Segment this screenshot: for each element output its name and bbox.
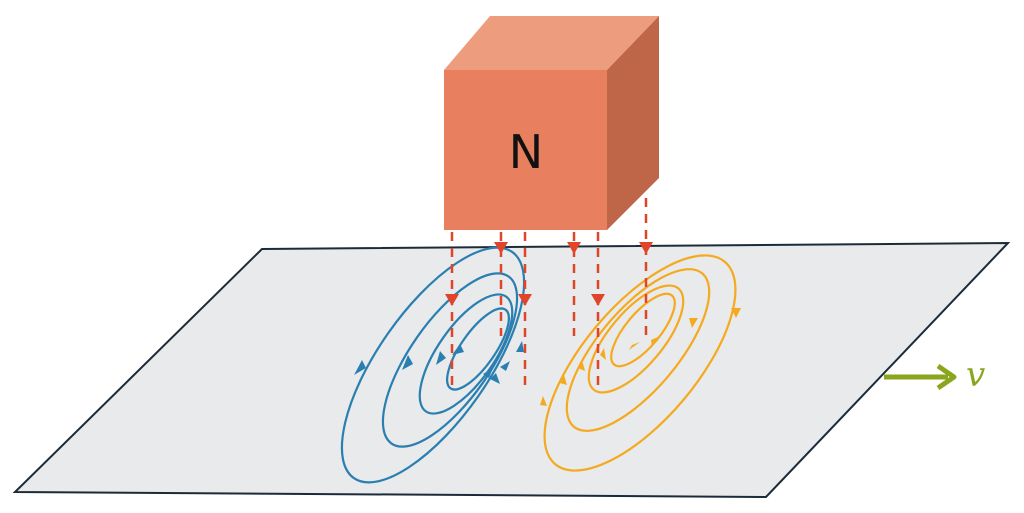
current-arrow-icon	[651, 336, 660, 347]
eddy-loop	[418, 293, 514, 415]
eddy-right-arrows	[540, 308, 741, 406]
field-arrow-icon	[494, 242, 508, 254]
current-arrow-icon	[436, 351, 446, 365]
field-arrow-icon	[518, 294, 532, 306]
field-arrow-icon	[445, 294, 459, 306]
eddy-loop	[446, 307, 510, 391]
current-arrow-icon	[490, 373, 500, 384]
eddy-loop	[543, 254, 737, 472]
field-line-arrows	[445, 242, 653, 306]
eddy-loop	[381, 272, 519, 448]
velocity-label: v	[966, 355, 985, 395]
velocity-arrow-icon	[936, 363, 957, 391]
magnet-top-face	[444, 16, 659, 70]
current-arrow-icon	[483, 368, 493, 378]
current-arrow-icon	[516, 341, 524, 352]
current-arrow-icon	[560, 375, 567, 385]
field-arrow-icon	[591, 294, 605, 306]
current-arrow-icon	[731, 308, 741, 318]
eddy-left-arrows	[354, 341, 524, 384]
current-arrow-icon	[689, 318, 698, 328]
current-arrow-icon	[402, 355, 413, 370]
current-arrow-icon	[452, 344, 464, 355]
velocity-indicator: v	[884, 355, 985, 395]
current-arrow-icon	[500, 361, 510, 371]
current-arrow-icon	[540, 396, 547, 406]
magnet-front-face	[444, 70, 607, 230]
current-arrow-icon	[354, 360, 366, 375]
eddy-loop	[565, 268, 711, 432]
current-arrow-icon	[629, 342, 640, 350]
current-arrow-icon	[600, 348, 606, 360]
eddy-current-left	[340, 246, 526, 484]
current-arrow-icon	[578, 360, 585, 371]
field-arrow-icon	[639, 242, 653, 254]
eddy-loop	[340, 246, 526, 484]
magnet-pole-label: N	[509, 125, 543, 179]
magnet-cube: N	[444, 16, 659, 230]
conducting-plate	[12, 241, 1011, 499]
field-arrow-icon	[567, 242, 581, 254]
eddy-loop	[587, 284, 685, 394]
magnet-side-face	[607, 16, 659, 230]
